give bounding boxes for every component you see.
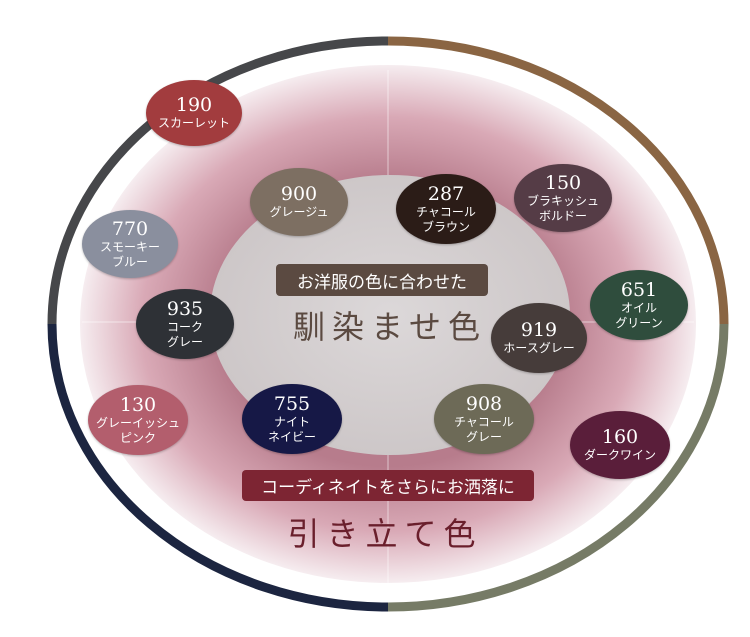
swatch-name: ダークワイン (583, 448, 656, 462)
swatch-name: スモーキー (99, 239, 160, 254)
swatch-name-line2: ボルドー (538, 208, 587, 223)
swatch-code: 908 (465, 392, 503, 415)
swatch-130-grayish-pink: 130 グレーイッシュ ピンク (88, 385, 188, 455)
swatch-code: 130 (119, 393, 157, 416)
swatch-name: チャコール (416, 204, 476, 219)
swatch-755-night-navy: 755 ナイト ネイビー (242, 384, 342, 454)
swatch-name: グレージュ (269, 205, 329, 219)
swatch-770-smoky-blue: 770 スモーキー ブルー (82, 210, 178, 278)
swatch-name-line2: グリーン (615, 315, 663, 330)
swatch-name-line2: ブルー (111, 254, 148, 269)
swatch-name: オイル (620, 300, 657, 315)
swatch-name: スカーレット (157, 116, 230, 130)
swatch-code: 900 (280, 183, 318, 205)
swatch-name: ブラキッシュ (526, 193, 599, 208)
swatch-name-line2: ピンク (119, 430, 156, 445)
swatch-code: 287 (427, 182, 465, 205)
swatch-name-line2: ブラウン (421, 219, 470, 234)
swatch-150-blackish-bordeaux: 150 ブラキッシュ ボルドー (514, 164, 612, 232)
swatch-name: コーク (166, 319, 203, 334)
swatch-name-line2: ネイビー (267, 429, 316, 444)
outer-group-banner: コーディネイトをさらにお洒落に (242, 470, 534, 501)
swatch-code: 919 (520, 319, 558, 341)
swatch-code: 160 (601, 426, 639, 448)
swatch-name: ホースグレー (503, 341, 575, 355)
swatch-name-line2: グレー (465, 429, 502, 444)
swatch-code: 770 (111, 217, 149, 240)
inner-group-title: 馴染ませ色 (292, 308, 488, 346)
swatch-908-charcoal-gray: 908 チャコール グレー (434, 384, 534, 454)
swatch-code: 651 (620, 278, 658, 301)
swatch-900-greige: 900 グレージュ (250, 168, 348, 236)
swatch-935-coke-gray: 935 コーク グレー (136, 289, 234, 359)
swatch-651-oil-green: 651 オイル グリーン (590, 270, 688, 340)
swatch-code: 150 (544, 171, 582, 194)
swatch-code: 935 (166, 297, 204, 320)
swatch-name-line2: グレー (166, 334, 203, 349)
swatch-919-horse-gray: 919 ホースグレー (491, 303, 587, 373)
ring-segment-top-right (387, 36, 729, 325)
outer-group-title: 引き立て色 (287, 515, 483, 553)
swatch-name: グレーイッシュ (95, 415, 180, 430)
swatch-code: 755 (273, 392, 311, 415)
swatch-160-dark-wine: 160 ダークワイン (570, 411, 670, 479)
ring-segment-bottom-left (47, 323, 389, 612)
ring-segment-bottom-right (387, 323, 729, 612)
swatch-190-scarlet: 190 スカーレット (146, 80, 242, 146)
swatch-name: チャコール (454, 414, 514, 429)
swatch-name: ナイト (273, 414, 310, 429)
inner-group-banner: お洋服の色に合わせた (276, 264, 488, 296)
swatch-287-charcoal-brown: 287 チャコール ブラウン (396, 174, 496, 244)
swatch-code: 190 (175, 94, 213, 116)
